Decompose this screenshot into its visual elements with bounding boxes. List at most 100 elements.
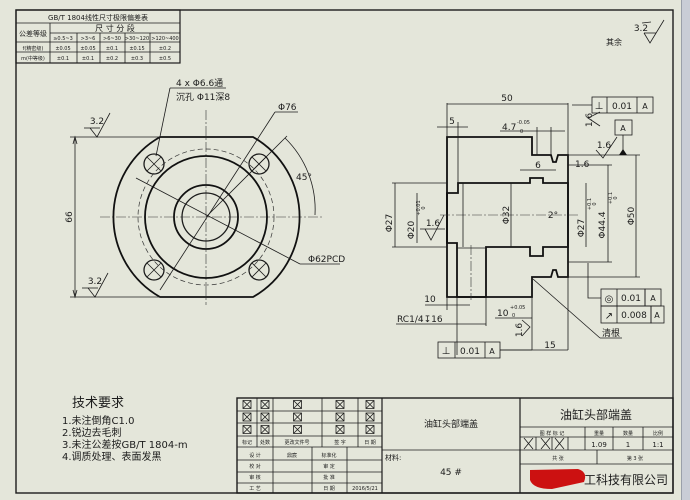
window-edge (681, 0, 690, 500)
placeholder-box-icon (365, 412, 375, 422)
svg-text:3.2: 3.2 (88, 277, 102, 287)
range-cell: >3~6 (81, 36, 96, 42)
svg-text:3.未注公差按GB/T 1804-m: 3.未注公差按GB/T 1804-m (62, 438, 188, 451)
svg-text:↗: ↗ (605, 311, 613, 322)
grade-cell: m(中等级) (21, 55, 45, 62)
placeholder-box-icon (293, 412, 302, 422)
svg-text:0.01: 0.01 (621, 294, 641, 304)
value-cell: ±0.2 (106, 56, 118, 62)
svg-text:0.008: 0.008 (621, 311, 647, 321)
svg-text:⊥: ⊥ (442, 346, 451, 357)
svg-text:批 准: 批 准 (323, 474, 335, 481)
svg-text:1.未注倒角C1.0: 1.未注倒角C1.0 (62, 414, 134, 427)
svg-text:鼎宸: 鼎宸 (287, 452, 297, 459)
placeholder-box-icon (293, 425, 302, 434)
svg-text:0: 0 (512, 313, 515, 319)
svg-text:1.6: 1.6 (585, 113, 595, 128)
svg-text:3.2: 3.2 (634, 24, 648, 34)
placeholder-box-icon (260, 400, 270, 409)
range-cell: >120~400 (151, 36, 178, 42)
svg-text:⊥: ⊥ (595, 101, 604, 112)
svg-text:A: A (650, 294, 656, 303)
fcf-top: ⊥ 0.01 A (572, 96, 654, 114)
value-cell: ±0.15 (129, 46, 144, 52)
placeholder-box-icon (260, 412, 270, 422)
svg-text:0.01: 0.01 (460, 347, 480, 357)
svg-text:数量: 数量 (623, 430, 633, 437)
svg-text:+0.01: +0.01 (416, 200, 422, 215)
placeholder-box-icon (335, 412, 345, 422)
svg-text:4.7: 4.7 (502, 123, 516, 133)
tech-requirements: 技术要求 1.未注倒角C1.0 2.锐边去毛刺 3.未注公差按GB/T 1804… (62, 396, 188, 463)
placeholder-box-icon (293, 400, 302, 409)
svg-text:6: 6 (535, 161, 541, 171)
svg-text:Φ32: Φ32 (502, 206, 512, 225)
svg-text:油缸头部端盖: 油缸头部端盖 (560, 407, 632, 422)
section-view: 50 5 4.7 -0.05 0 6 1.6 1.6 1.6 1.6 1.6 Φ… (385, 94, 665, 359)
grade-header: 公差等级 (19, 29, 47, 38)
svg-text:1: 1 (626, 441, 630, 449)
svg-text:校 对: 校 对 (249, 463, 261, 470)
value-cell: ±0.1 (82, 56, 94, 62)
svg-text:3.2: 3.2 (90, 117, 104, 127)
hole-note-2: 沉孔 Φ11深8 (176, 92, 230, 103)
svg-text:日 期: 日 期 (364, 440, 376, 446)
svg-text:Φ44.4: Φ44.4 (598, 211, 608, 238)
svg-text:0: 0 (421, 206, 427, 209)
placeholder-box-icon (365, 400, 375, 409)
svg-text:清根: 清根 (602, 327, 620, 339)
placeholder-box-icon (260, 425, 270, 434)
svg-text:A: A (642, 102, 648, 111)
svg-text:日 期: 日 期 (323, 486, 335, 492)
fcf-bottom: ⊥ 0.01 A (437, 341, 532, 359)
svg-text:A: A (489, 347, 495, 356)
svg-text:A: A (620, 124, 626, 133)
svg-text:图 样 标 记: 图 样 标 记 (540, 430, 565, 437)
angle-label: 45° (296, 173, 312, 183)
svg-text:标记: 标记 (242, 439, 252, 446)
svg-text:10: 10 (497, 309, 509, 319)
range-cell: >6~30 (103, 36, 121, 42)
svg-text:0: 0 (613, 196, 619, 199)
svg-text:+0.1: +0.1 (587, 198, 593, 210)
svg-text:Φ27: Φ27 (577, 219, 587, 238)
svg-text:审 定: 审 定 (323, 463, 335, 470)
svg-text:4.调质处理、表面发黑: 4.调质处理、表面发黑 (62, 450, 162, 463)
height-label: 66 (65, 211, 75, 223)
svg-text:1.6: 1.6 (426, 219, 441, 229)
svg-text:Φ27: Φ27 (385, 214, 395, 233)
placeholder-box-icon (335, 400, 345, 409)
svg-text:+0.1: +0.1 (608, 192, 614, 204)
svg-text:0.01: 0.01 (612, 102, 632, 112)
placeholder-box-icon (365, 425, 375, 434)
svg-text:2°: 2° (548, 211, 558, 221)
svg-text:材料:: 材料: (385, 453, 401, 462)
value-cell: ±0.05 (80, 46, 95, 52)
svg-text:2016/5/21: 2016/5/21 (352, 486, 378, 492)
svg-text:更改文件号: 更改文件号 (284, 439, 309, 446)
svg-text:◎: ◎ (605, 294, 614, 305)
svg-text:-0.05: -0.05 (517, 120, 530, 126)
svg-text:A: A (654, 311, 660, 320)
fcf-right: ◎ 0.01 A ↗ 0.008 A (587, 263, 665, 324)
svg-text:技术要求: 技术要求 (72, 396, 124, 411)
svg-text:Φ20: Φ20 (407, 220, 417, 239)
tolerance-table-title: GB/T 1804线性尺寸极限偏差表 (48, 13, 148, 22)
svg-text:5: 5 (449, 117, 455, 127)
svg-text:重量: 重量 (594, 430, 604, 437)
svg-text:2.锐边去毛刺: 2.锐边去毛刺 (62, 426, 122, 439)
svg-text:共 张: 共 张 (552, 455, 564, 462)
tolerance-table: GB/T 1804线性尺寸极限偏差表 公差等级 尺 寸 分 段 ≥0.5~3 >… (15, 9, 181, 64)
svg-text:审 核: 审 核 (249, 474, 261, 481)
svg-text:1.6: 1.6 (515, 323, 525, 338)
value-cell: ±0.1 (106, 46, 118, 52)
svg-text:15: 15 (544, 341, 555, 351)
svg-text:标准化: 标准化 (321, 452, 336, 459)
hole-note-1: 4 x Φ6.6通 (176, 78, 223, 89)
svg-text:1:1: 1:1 (652, 441, 663, 449)
pcd-label: Φ62PCD (308, 255, 345, 265)
svg-text:+0.05: +0.05 (510, 305, 525, 311)
svg-text:1.09: 1.09 (591, 441, 607, 449)
svg-text:其余: 其余 (606, 37, 622, 47)
svg-text:油缸头部端盖: 油缸头部端盖 (424, 418, 478, 430)
